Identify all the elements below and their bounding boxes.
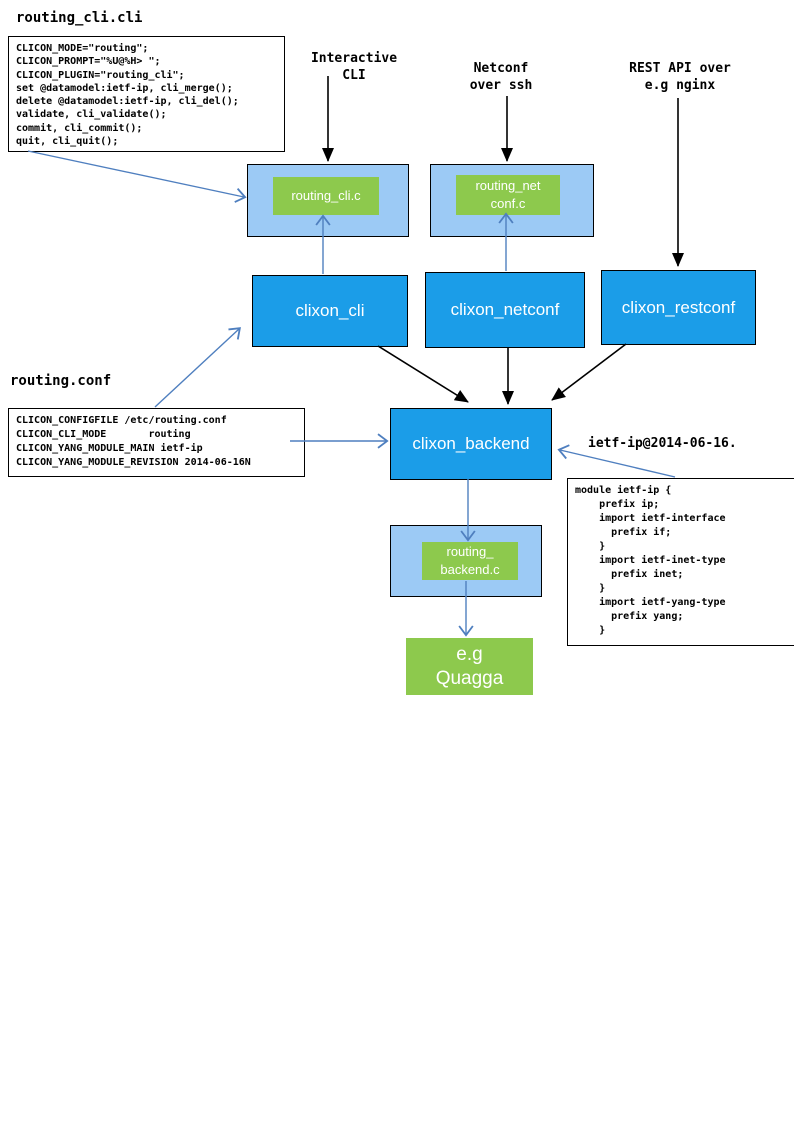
routing-cli-file-title: routing_cli.cli [16,10,143,26]
netconf-over-ssh-label: Netconf over ssh [469,61,533,93]
clixon-backend-box: clixon_backend [390,408,552,480]
routing-netconf-plugin-box: routing_net conf.c [456,175,560,215]
arrow-yang-module-to-backend [560,450,676,478]
clixon-restconf-box: clixon_restconf [601,270,756,345]
routing-backend-plugin-container: routing_ backend.c [390,525,542,597]
routing-backend-plugin-box: routing_ backend.c [422,542,518,580]
interactive-cli-label: Interactive CLI [310,51,398,83]
arrow-cli-file-to-routing-cli-plugin [27,150,244,197]
arrow-clixon-cli-to-backend [377,345,469,403]
routing-netconf-plugin-container: routing_net conf.c [430,164,594,237]
routing-cli-plugin-container: routing_cli.c [247,164,409,237]
routing-cli-code-box: CLICON_MODE="routing"; CLICON_PROMPT="%U… [8,36,285,152]
routing-conf-code-box: CLICON_CONFIGFILE /etc/routing.conf CLIC… [8,408,305,477]
clixon-netconf-box: clixon_netconf [425,272,585,348]
routing-cli-plugin-box: routing_cli.c [273,177,379,215]
yang-file-title: ietf-ip@2014-06-16. [588,436,737,451]
arrow-clixon-restconf-to-backend [551,343,627,401]
yang-module-code-box: module ietf-ip { prefix ip; import ietf-… [567,478,794,646]
routing-conf-file-title: routing.conf [10,373,112,389]
arrow-routing-conf-to-clixon-cli [154,329,239,408]
quagga-router-box: e.g Quagga [406,638,533,695]
clixon-cli-box: clixon_cli [252,275,408,347]
rest-api-label: REST API over e.g nginx [629,61,731,93]
